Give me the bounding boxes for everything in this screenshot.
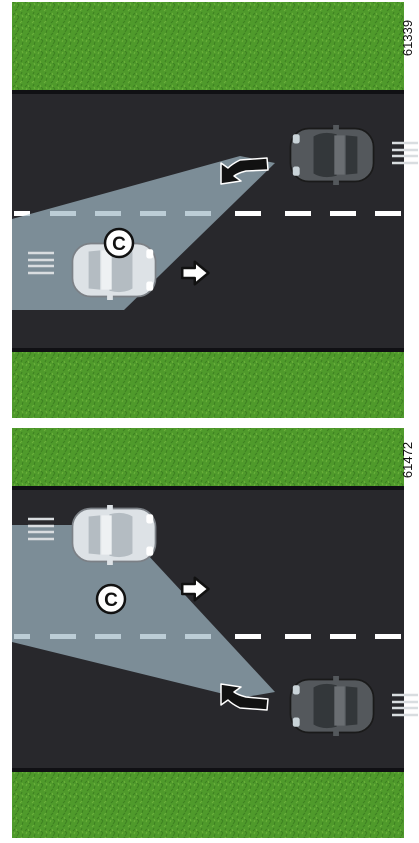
marker-c: C — [97, 585, 125, 613]
road-edge-top — [12, 486, 404, 490]
road-edge-bottom — [12, 348, 404, 352]
panel-bottom: C 61472 — [12, 428, 418, 838]
panel-top: C 61339 — [12, 2, 418, 418]
road-edge-top — [12, 90, 404, 94]
grass-bottom — [12, 772, 404, 838]
own-car — [72, 505, 155, 565]
marker-label: C — [104, 590, 118, 611]
figure-id: 61472 — [400, 442, 415, 478]
marker-c: C — [105, 229, 133, 257]
grass-bottom — [12, 352, 404, 418]
figure-id: 61339 — [400, 20, 415, 56]
grass-top — [12, 2, 404, 92]
approaching-car — [290, 125, 373, 185]
grass-top — [12, 428, 404, 488]
marker-label: C — [112, 234, 126, 255]
road-edge-bottom — [12, 768, 404, 772]
approaching-car — [290, 676, 373, 736]
